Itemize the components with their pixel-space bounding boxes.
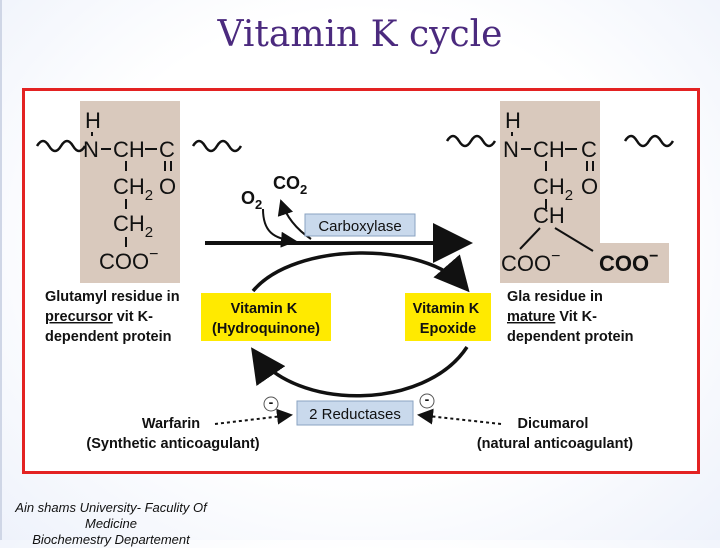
vitamin-k-epoxide-box [405, 293, 491, 341]
right-ch: CH [533, 137, 565, 162]
right-coo-1: COO− [501, 248, 560, 276]
left-h: H [85, 108, 101, 133]
reductases-box [296, 400, 414, 426]
right-n: N [503, 137, 519, 162]
dicumarol-label: Dicumarol (natural anticoagulant) [477, 416, 633, 452]
vitamin-k-hydroquinone-box [201, 293, 331, 341]
left-coo: COO− [99, 246, 158, 274]
footer-line-2: Medicine [84, 516, 138, 531]
carboxylase-box [304, 213, 416, 237]
gla-molecule: H N CH C O CH2 CH COO− COO− [445, 101, 675, 283]
left-n: N [83, 137, 99, 162]
footer-line-1: Ain shams University- Faculity Of [15, 500, 207, 515]
slide-edge [0, 0, 2, 540]
gla-coo-bg [597, 243, 669, 283]
left-c: C [159, 137, 175, 162]
reductases-label: 2 Reductases [309, 406, 401, 423]
vitamin-k-hydroquinone-label: Vitamin K (Hydroquinone) [212, 301, 320, 337]
right-h: H [505, 108, 521, 133]
bond [519, 227, 541, 250]
co2-arrow [277, 199, 312, 240]
o2-arrow [262, 208, 297, 248]
reduction-arc [251, 346, 469, 398]
dicumarol-inhibition-arrow [417, 408, 502, 425]
vitamin-k-epoxide-label: Vitamin K Epoxide [413, 301, 484, 337]
glutamyl-molecule: H N CH C O CH2 CH2 COO− [35, 101, 243, 283]
right-coo-2: COO− [599, 248, 658, 276]
vitamin-k-cycle-diagram: H N CH C O CH2 CH2 COO− H N CH C O CH2 [35, 101, 675, 452]
oxidation-arc [251, 251, 470, 293]
warfarin-inhibit-badge [263, 396, 279, 412]
left-ch: CH [113, 137, 145, 162]
footer-line-3: Biochemestry Departement [32, 532, 190, 547]
wavy-chain-left [445, 134, 497, 148]
right-c: C [581, 137, 597, 162]
diagram-frame: H N CH C O CH2 CH2 COO− H N CH C O CH2 [22, 88, 700, 474]
bond [554, 227, 594, 252]
gla-molecule-bg [500, 101, 600, 283]
wavy-chain-right [623, 134, 675, 148]
wavy-chain-right [191, 139, 243, 153]
right-ch: CH [533, 203, 565, 228]
dicumarol-inhibit-badge [419, 393, 435, 409]
right-o: O [581, 174, 598, 199]
slide-title: Vitamin K cycle [217, 14, 503, 55]
dicumarol-minus: - [425, 391, 430, 407]
co2-label: CO2 [273, 173, 307, 197]
left-ch2a: CH2 [113, 174, 153, 204]
right-ch2: CH2 [533, 174, 573, 204]
footer-credit: Ain shams University- Faculity Of Medici… [0, 500, 226, 548]
left-ch2b: CH2 [113, 211, 153, 241]
left-o: O [159, 174, 176, 199]
o2-label: O2 [241, 188, 262, 212]
warfarin-label: Warfarin (Synthetic anticoagulant) [86, 416, 259, 452]
wavy-chain-left [35, 139, 87, 153]
glutamyl-molecule-bg [80, 101, 180, 283]
carboxylase-label: Carboxylase [318, 218, 401, 235]
warfarin-inhibition-arrow [214, 408, 293, 425]
warfarin-minus: - [269, 394, 274, 410]
